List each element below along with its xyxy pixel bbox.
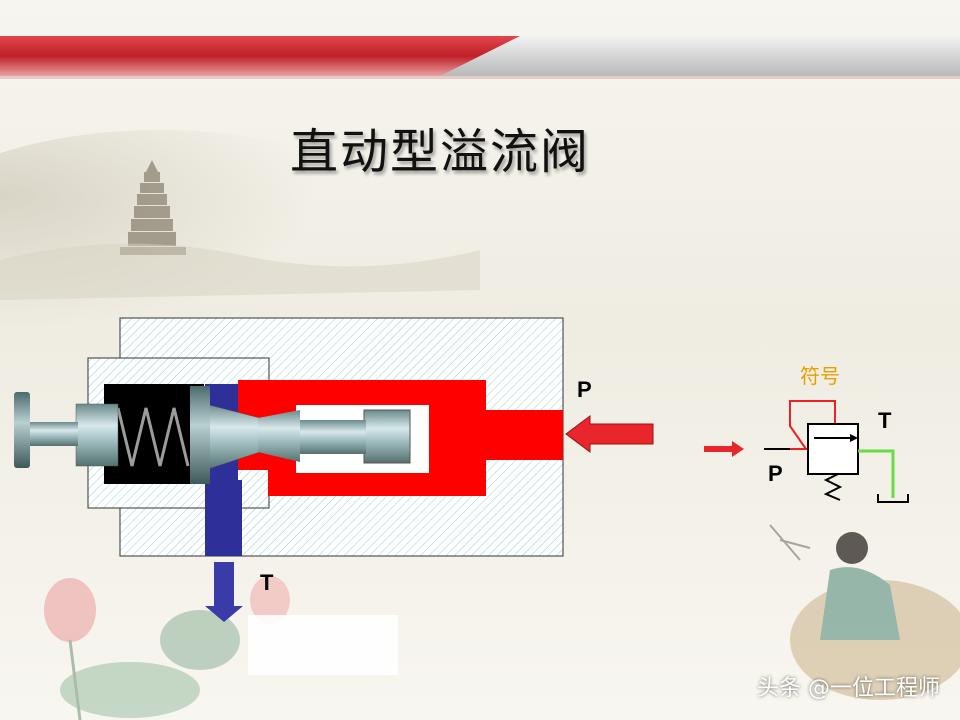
adjusting-knob <box>14 392 30 468</box>
symbol-return-line <box>858 449 895 498</box>
outlet-arrow <box>205 562 243 622</box>
spring-chamber <box>104 384 204 484</box>
adjusting-rod <box>28 422 78 446</box>
blank-patch <box>248 615 398 675</box>
spring-seat <box>190 386 210 484</box>
symbol-pilot-line <box>789 400 836 450</box>
spring-coil <box>116 407 190 467</box>
port-t-label: T <box>260 570 274 595</box>
relief-valve-symbol <box>704 400 909 503</box>
adjusting-screw <box>75 403 119 467</box>
symbol-port-p-label: P <box>768 461 783 486</box>
symbol-spring <box>823 473 843 501</box>
symbol-input-arrow <box>704 441 744 457</box>
inlet-arrow <box>565 415 654 453</box>
hills-decoration <box>0 243 480 300</box>
symbol-tank <box>877 494 909 503</box>
symbol-flow-arrow <box>850 434 858 442</box>
watermark: 头条 @一位工程师 <box>757 676 940 701</box>
header-band <box>0 36 960 79</box>
page-title: 直动型溢流阀 <box>289 124 590 180</box>
spool-piston <box>363 409 411 464</box>
lotus-decoration <box>44 576 290 720</box>
port-p-label: P <box>577 377 592 402</box>
poppet-neck <box>258 410 300 462</box>
lady-figure-decoration <box>769 524 960 700</box>
spool-stem <box>300 420 366 454</box>
symbol-title: 符号 <box>800 364 840 388</box>
symbol-port-t-label: T <box>878 408 892 433</box>
valve-cross-section <box>14 317 654 622</box>
symbol-valve-box <box>807 423 859 475</box>
